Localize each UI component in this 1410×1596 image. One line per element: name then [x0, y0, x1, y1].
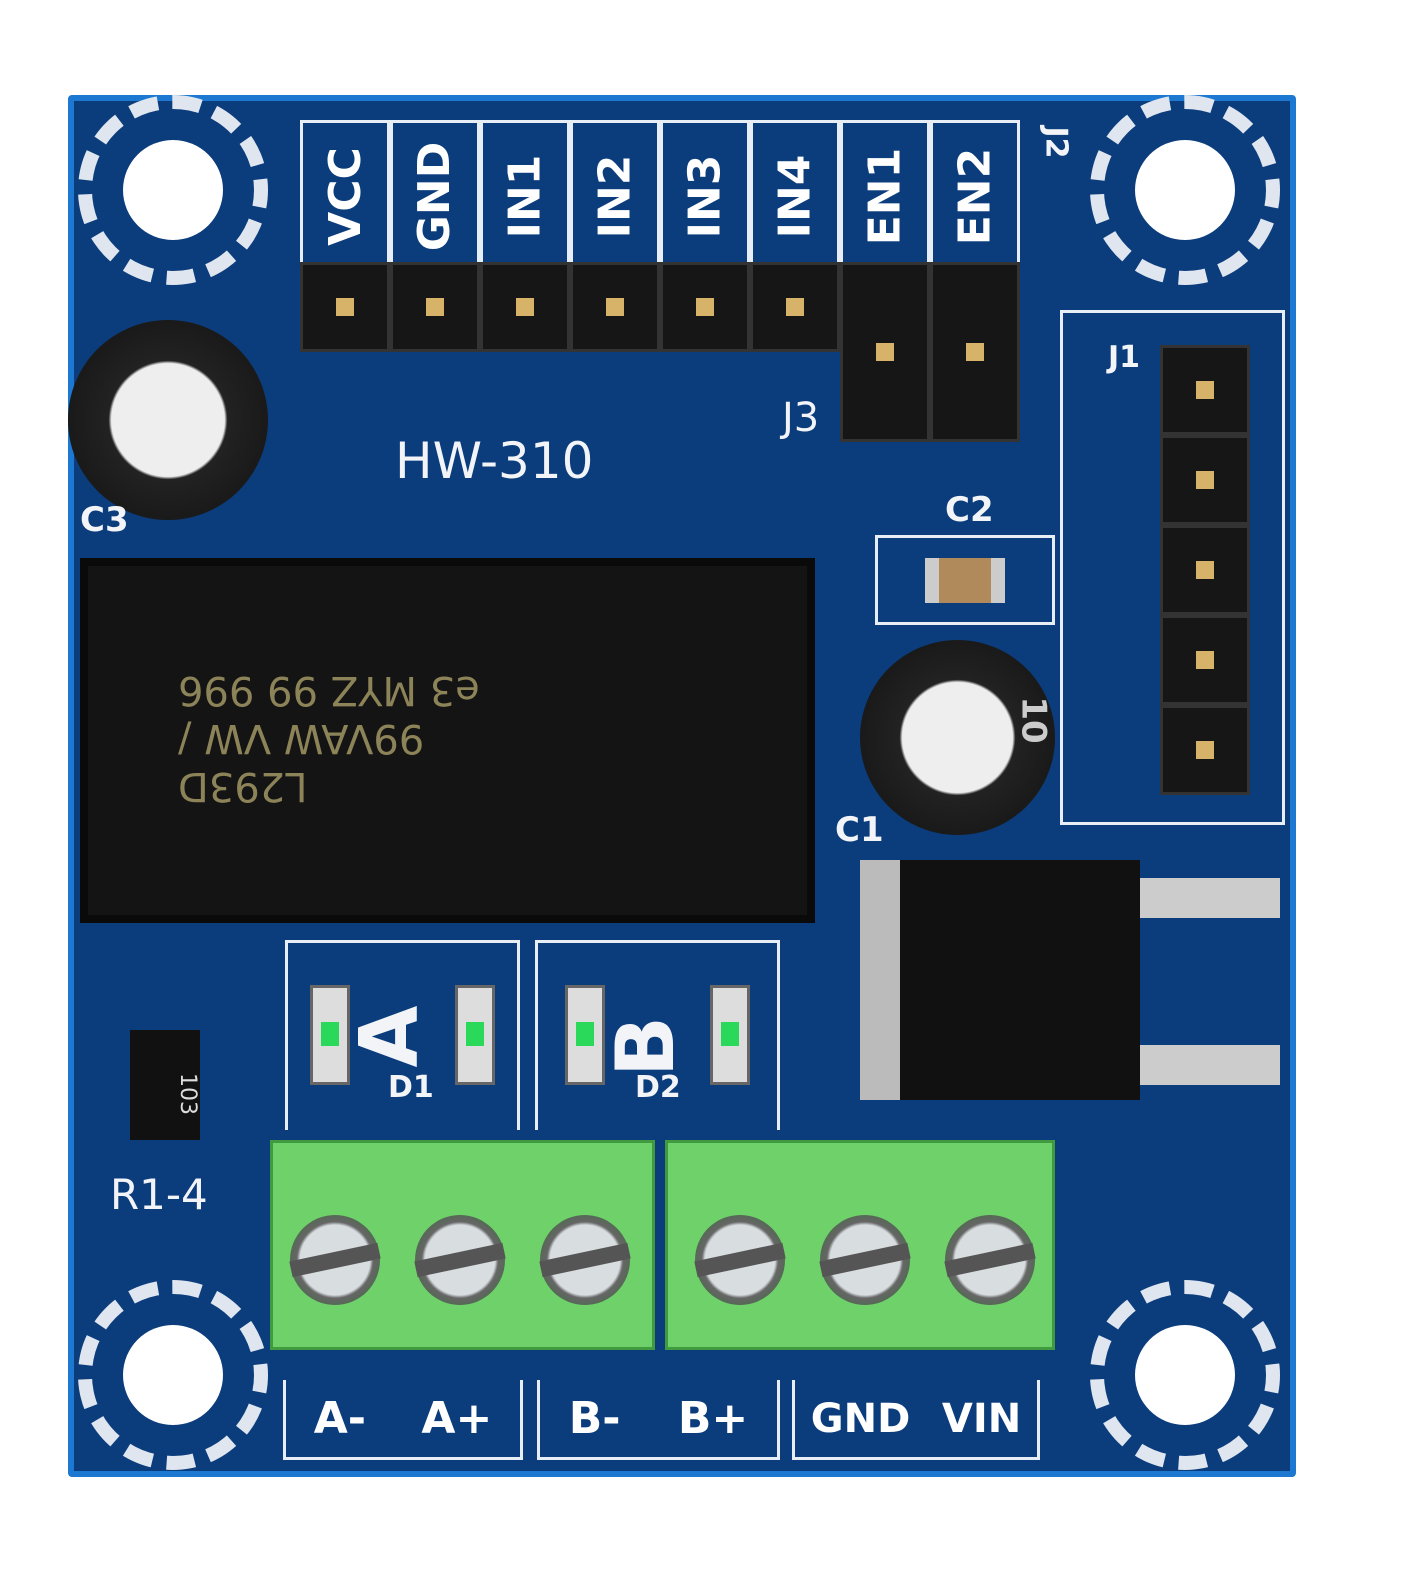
j1-pin [1160, 435, 1250, 525]
pin-label: GND [390, 120, 480, 270]
j1-pin [1160, 615, 1250, 705]
header-pin [840, 262, 930, 442]
pin-label: IN1 [480, 120, 570, 270]
pin-label: IN3 [660, 120, 750, 270]
terminal-screw[interactable] [289, 1215, 381, 1305]
c2-label: C2 [945, 490, 994, 530]
pin-label: IN4 [750, 120, 840, 270]
pin-label: EN1 [840, 120, 930, 270]
mounting-hole [1090, 1280, 1280, 1470]
j3-label: J3 [782, 395, 820, 441]
terminal-labels-b: B-B+ [537, 1380, 780, 1460]
regulator-lead [1140, 878, 1280, 918]
c1-marking: 10 [1013, 696, 1054, 744]
pin-label: EN2 [930, 120, 1020, 270]
terminal-screw[interactable] [694, 1215, 786, 1305]
mounting-hole [78, 95, 268, 285]
capacitor-c3 [68, 320, 268, 520]
led-a-plus [455, 985, 495, 1085]
connector-j1-outline [1060, 310, 1285, 825]
header-pin [300, 262, 390, 352]
header-pin [390, 262, 480, 352]
capacitor-c2-outline [875, 535, 1055, 625]
j2-label: J2 [1038, 126, 1074, 159]
voltage-regulator [860, 860, 1140, 1100]
c3-label: C3 [80, 500, 129, 540]
mounting-hole [78, 1280, 268, 1470]
capacitor-c2 [925, 558, 1005, 603]
d2-label: D2 [635, 1070, 681, 1105]
chip-marking: L293D 99VAW VW / e3 MYZ 99 996 [178, 667, 480, 809]
led-a-minus [310, 985, 350, 1085]
channel-b-label: B [598, 1016, 692, 1077]
terminal-labels-a: A-A+ [283, 1380, 523, 1460]
led-b-plus [710, 985, 750, 1085]
capacitor-c1 [860, 640, 1055, 835]
board-model-label: HW-310 [395, 432, 594, 490]
j1-pin [1160, 345, 1250, 435]
resistor-network: 103 [130, 1030, 200, 1140]
header-pin [660, 262, 750, 352]
terminal-screw[interactable] [414, 1215, 506, 1305]
mounting-hole [1090, 95, 1280, 285]
regulator-lead [1140, 1045, 1280, 1085]
screws [289, 1215, 1036, 1305]
led-b-outline [535, 940, 780, 1130]
header-pin [930, 262, 1020, 442]
terminal-screw[interactable] [819, 1215, 911, 1305]
j1-label: J1 [1108, 340, 1141, 375]
d1-label: D1 [388, 1070, 434, 1105]
c1-label: C1 [835, 810, 884, 850]
connector-j1 [1160, 345, 1250, 795]
terminal-screw[interactable] [539, 1215, 631, 1305]
resistor-label: R1-4 [110, 1170, 208, 1219]
pin-label: VCC [300, 120, 390, 270]
header-pin [480, 262, 570, 352]
header-labels: VCC GND IN1 IN2 IN3 IN4 EN1 EN2 [300, 120, 1020, 270]
led-b-minus [565, 985, 605, 1085]
pin-header [300, 262, 1020, 442]
led-a-outline [285, 940, 520, 1130]
pin-label: IN2 [570, 120, 660, 270]
terminal-screw[interactable] [944, 1215, 1036, 1305]
header-pin [750, 262, 840, 352]
header-pin [570, 262, 660, 352]
j1-pin [1160, 705, 1250, 795]
j1-pin [1160, 525, 1250, 615]
ic-l293d: L293D 99VAW VW / e3 MYZ 99 996 [80, 558, 815, 923]
channel-a-label: A [342, 1005, 436, 1068]
